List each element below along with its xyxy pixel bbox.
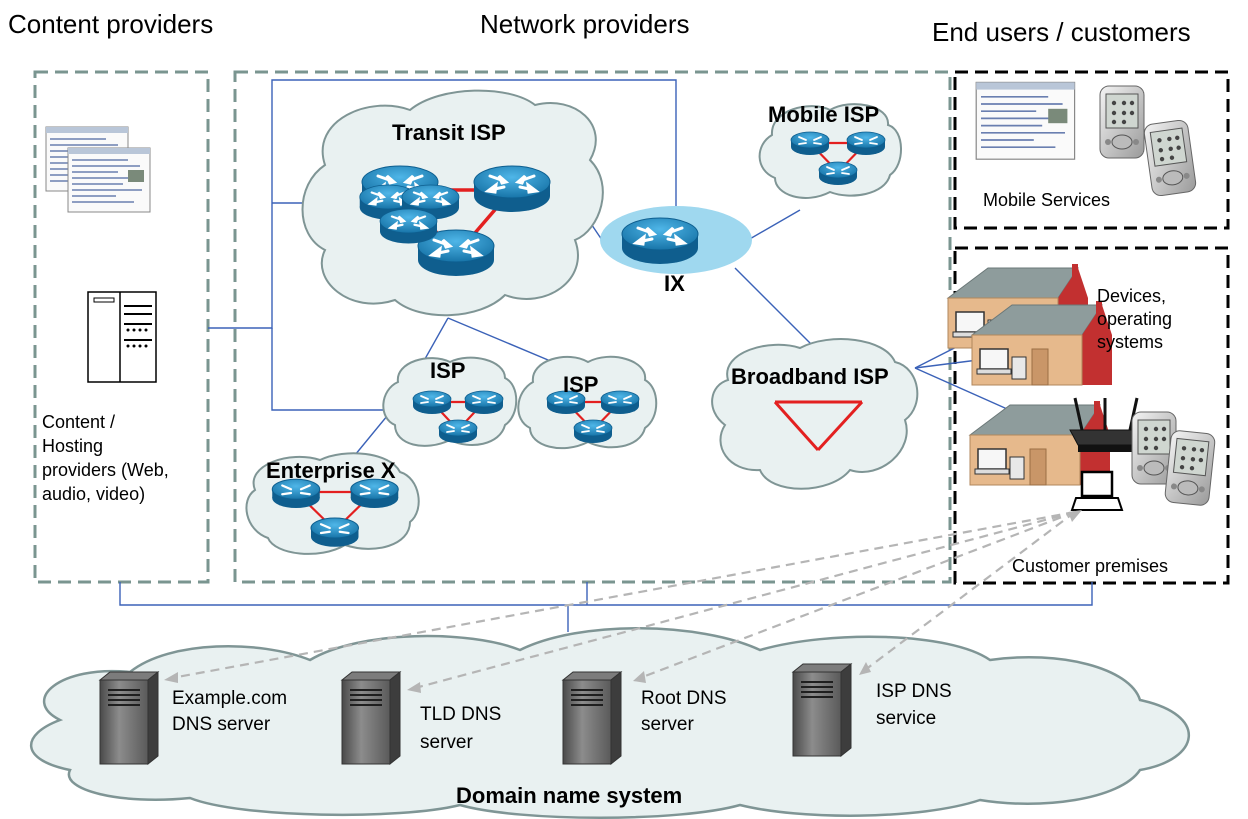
- arrow-heads: [164, 510, 1082, 693]
- transit-isp-label: Transit ISP: [392, 120, 506, 145]
- router-icon: [464, 390, 504, 415]
- router-icon: [600, 390, 640, 415]
- router-icon: [412, 390, 452, 415]
- router-icon: [620, 216, 700, 266]
- caption-line: operating: [1097, 309, 1172, 329]
- pda-icon: [1142, 118, 1198, 198]
- server-label: Root DNS: [641, 688, 727, 709]
- server-label: TLD DNS: [420, 704, 501, 725]
- caption-line: Content /: [42, 412, 115, 432]
- isp-a-routers: [412, 390, 504, 444]
- mobile-isp-label: Mobile ISP: [768, 102, 879, 127]
- caption-line: audio, video): [42, 484, 145, 504]
- web-page-icon: [45, 126, 151, 213]
- laptop-icon: [1070, 470, 1124, 511]
- caption-line: Hosting: [42, 436, 103, 456]
- router-icon: [271, 478, 321, 510]
- dns-bus: [119, 582, 1093, 632]
- router-icon: [472, 164, 552, 214]
- server-icon: [99, 671, 159, 765]
- heading-network-providers: Network providers: [480, 9, 690, 39]
- broadband-isp-cloud: [711, 338, 919, 490]
- heading-content-providers: Content providers: [8, 9, 213, 39]
- mobile-isp-cloud: [758, 103, 902, 199]
- ix-label: IX: [664, 271, 685, 296]
- customer-premises-label: Customer premises: [1012, 556, 1168, 576]
- router-icon: [378, 207, 439, 245]
- server-label: ISP DNS: [876, 681, 952, 702]
- dns-server-labels: Example.com DNS server TLD DNS server Ro…: [172, 681, 952, 753]
- caption-line: systems: [1097, 332, 1163, 352]
- caption-line: Devices,: [1097, 286, 1166, 306]
- server-icon: [792, 663, 852, 757]
- server-label: server: [420, 732, 473, 753]
- mobile-isp-routers: [790, 131, 886, 186]
- enterprise-x-cloud: [245, 452, 420, 555]
- devices-caption: Devices, operating systems: [1097, 286, 1172, 352]
- router-icon: [790, 131, 830, 156]
- server-label: service: [876, 708, 936, 729]
- web-page-icon: [975, 81, 1076, 161]
- enterprise-x-routers: [271, 478, 400, 548]
- router-icon: [846, 131, 886, 156]
- mobile-services-label: Mobile Services: [983, 190, 1110, 210]
- rack-icon: [87, 291, 157, 383]
- mobile-services-box: [953, 70, 1230, 230]
- server-label: server: [641, 714, 694, 735]
- enterprise-x-label: Enterprise X: [266, 458, 396, 483]
- content-providers-box: [33, 70, 210, 584]
- dns-query-arrows: [171, 510, 1076, 690]
- isp-b-routers: [546, 390, 640, 444]
- server-label: Example.com: [172, 688, 287, 709]
- wifi-router-icon: [1069, 397, 1149, 452]
- server-label: DNS server: [172, 714, 271, 735]
- content-hosting-caption: Content / Hosting providers (Web, audio,…: [42, 412, 169, 504]
- router-icon: [818, 161, 858, 186]
- heading-end-users: End users / customers: [932, 17, 1191, 47]
- isp-b-label: ISP: [563, 372, 598, 397]
- router-icon: [349, 478, 400, 510]
- broadband-isp-routers: [358, 183, 864, 452]
- ix-router: [600, 206, 752, 274]
- broadband-isp-label: Broadband ISP: [731, 364, 889, 389]
- server-icon: [341, 671, 401, 765]
- server-icon: [562, 671, 622, 765]
- dns-title: Domain name system: [456, 783, 682, 808]
- router-icon: [573, 419, 613, 444]
- isp-a-label: ISP: [430, 358, 465, 383]
- router-icon: [438, 419, 478, 444]
- caption-line: providers (Web,: [42, 460, 169, 480]
- router-icon: [309, 516, 360, 548]
- pda-icon: [1099, 85, 1145, 159]
- pda-icon: [1163, 429, 1217, 507]
